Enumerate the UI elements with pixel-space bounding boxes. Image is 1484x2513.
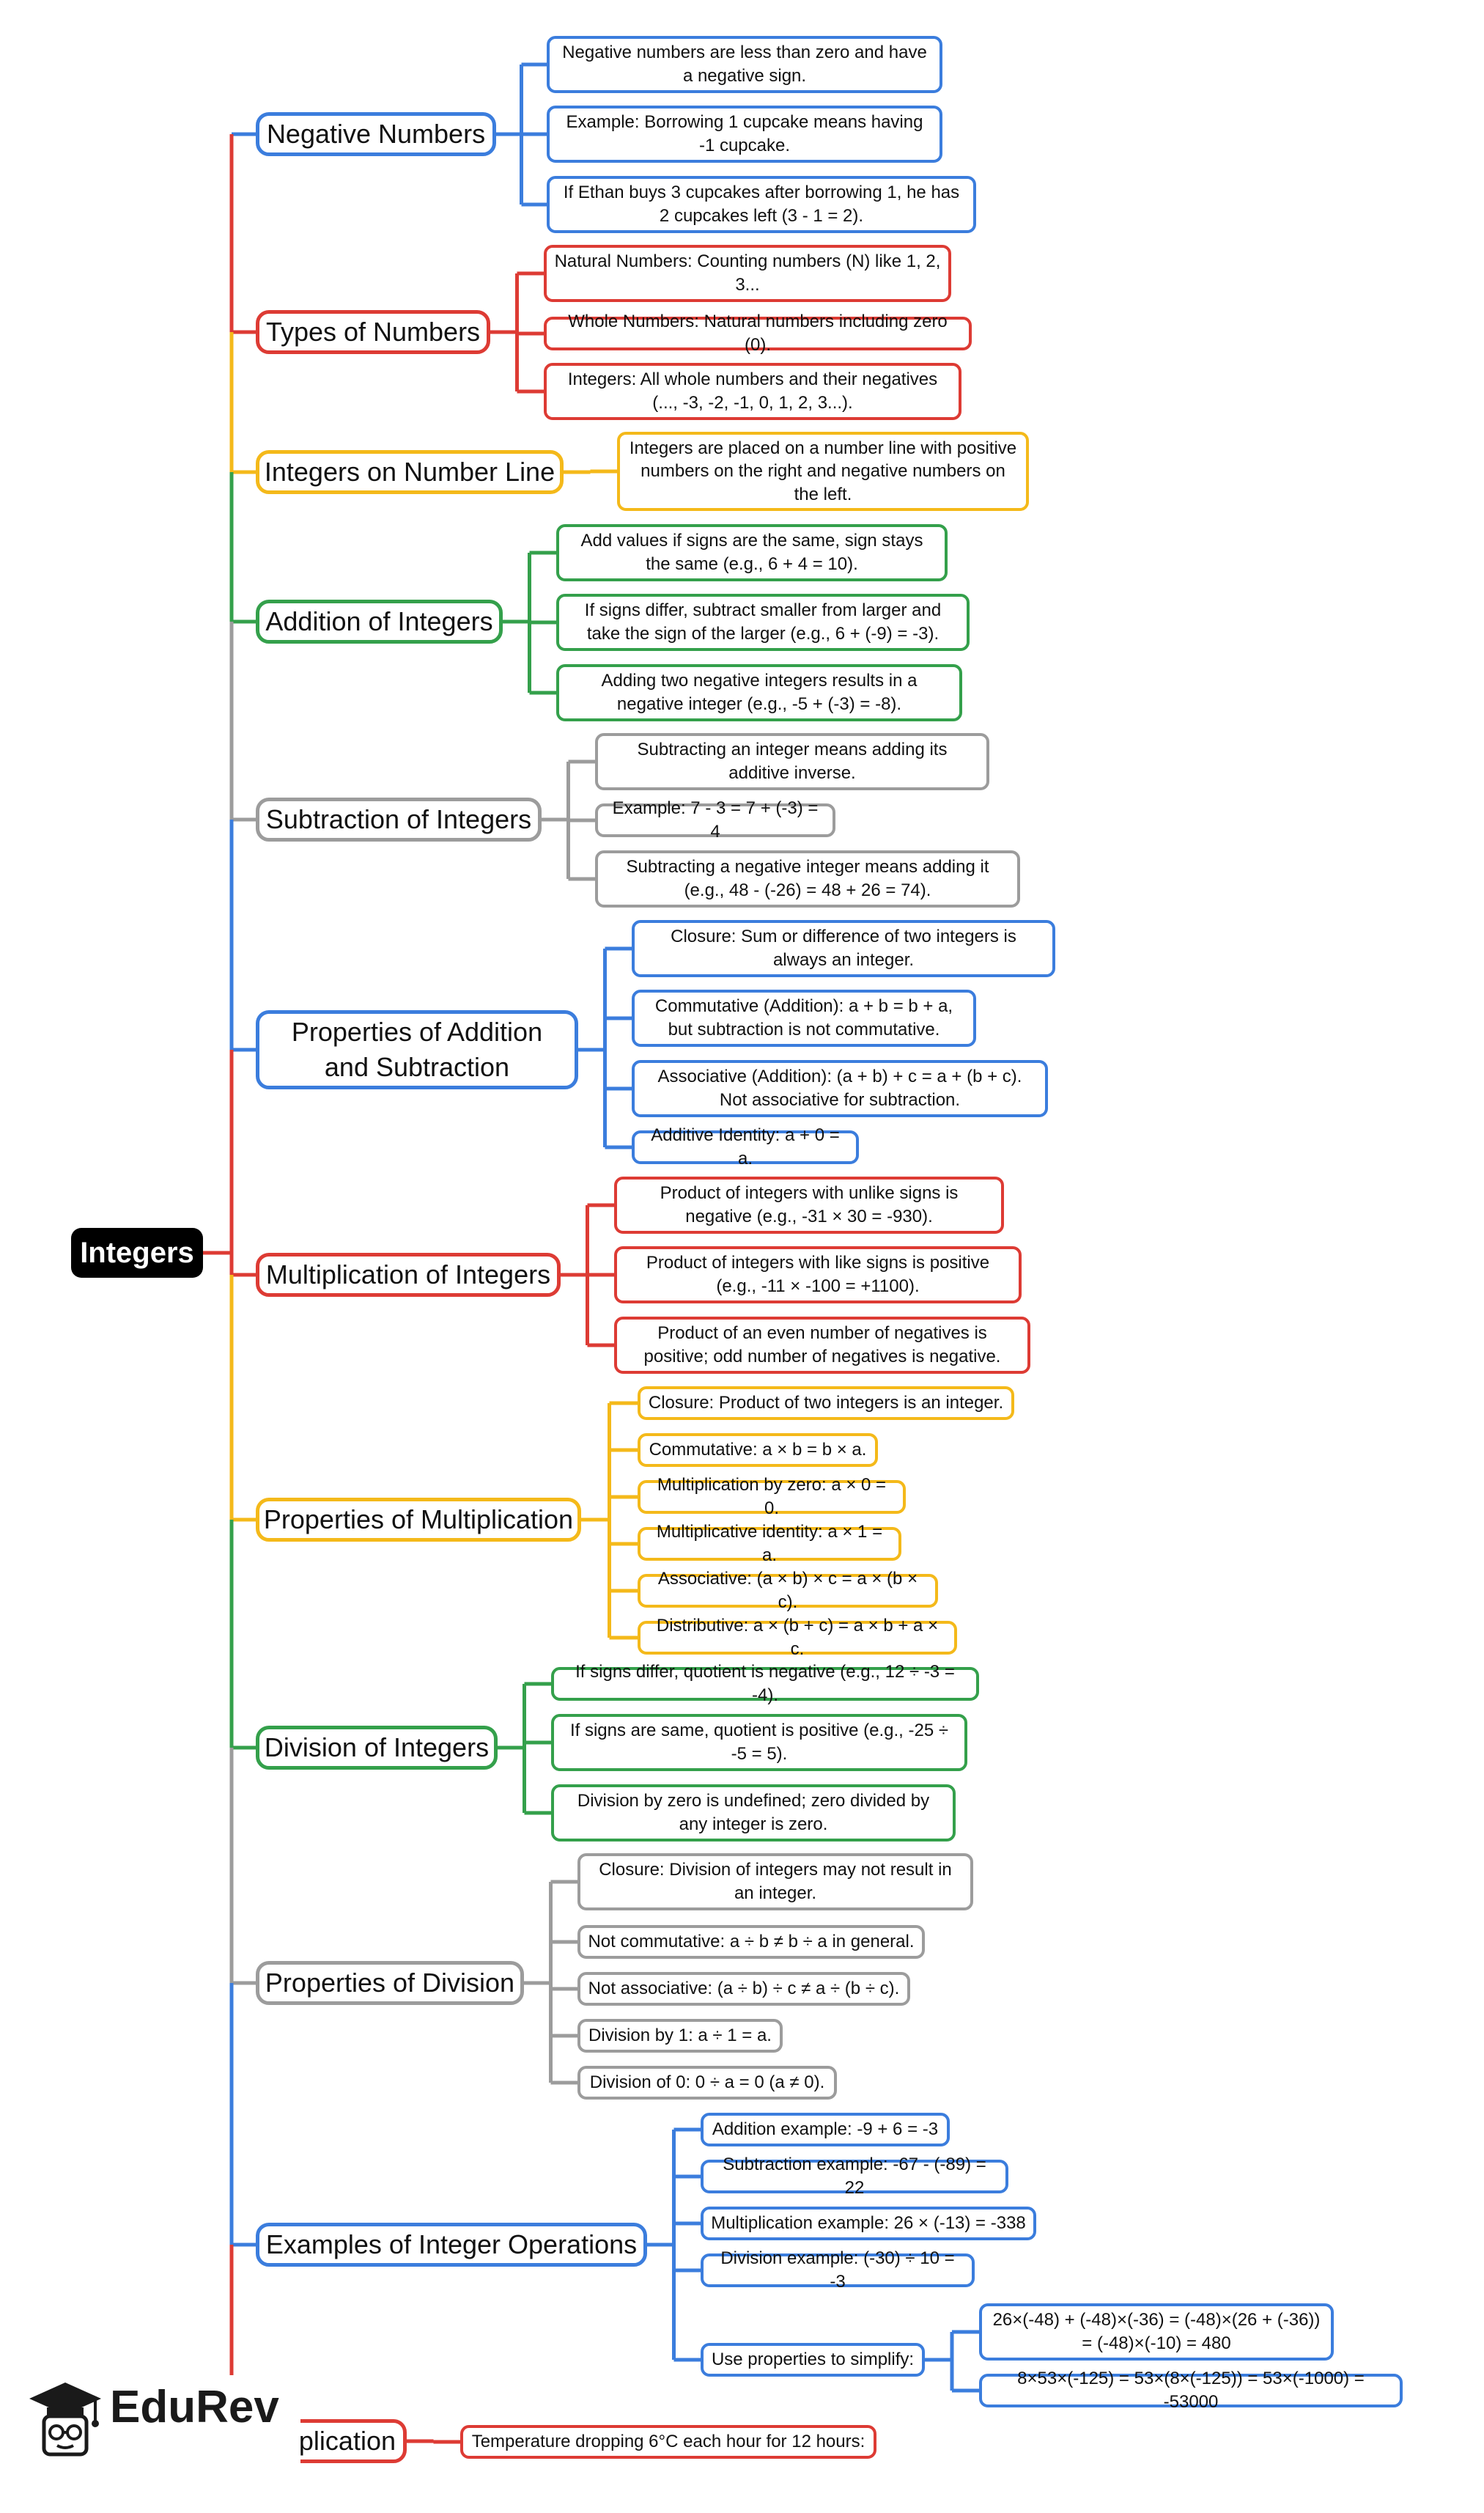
leaf-addition-of-integers-1: Add values if signs are the same, sign s… (556, 524, 948, 581)
leaf-properties-division-1: Closure: Division of integers may not re… (577, 1853, 973, 1910)
leaf-properties-addition-3: Associative (Addition): (a + b) + c = a … (632, 1060, 1048, 1117)
leaf-properties-division-5: Division of 0: 0 ÷ a = 0 (a ≠ 0). (577, 2066, 837, 2100)
leaf-properties-multiplication-5: Associative: (a × b) × c = a × (b × c). (638, 1569, 938, 1612)
leaf-division-3: Division by zero is undefined; zero divi… (551, 1784, 956, 1841)
branch-types-of-numbers: Types of Numbers (256, 310, 490, 354)
leaf-subtraction-of-integers-3: Subtracting a negative integer means add… (595, 850, 1020, 908)
leaf-types-of-numbers-1: Natural Numbers: Counting numbers (N) li… (544, 245, 951, 302)
branch-subtraction-of-integers: Subtraction of Integers (256, 798, 542, 842)
leaf-examples-2: Subtraction example: -67 - (-89) = 22 (701, 2155, 1008, 2198)
leaf-examples-1: Addition example: -9 + 6 = -3 (701, 2113, 950, 2146)
leaf-negative-numbers-2: Example: Borrowing 1 cupcake means havin… (547, 106, 942, 163)
branch-negative-numbers: Negative Numbers (256, 112, 496, 156)
leaf-types-of-numbers-2: Whole Numbers: Natural numbers including… (544, 312, 972, 355)
leaf-multiplication-2: Product of integers with like signs is p… (614, 1246, 1022, 1303)
leaf-examples-3: Multiplication example: 26 × (-13) = -33… (701, 2207, 1036, 2240)
leaf-integers-on-number-line-1: Integers are placed on a number line wit… (617, 432, 1029, 511)
branch-properties-of-division: Properties of Division (256, 1961, 524, 2005)
leaf-addition-of-integers-3: Adding two negative integers results in … (556, 664, 962, 721)
leaf-division-1: If signs differ, quotient is negative (e… (551, 1662, 979, 1705)
subleaf-examples-2: 8×53×(-125) = 53×(8×(-125)) = 53×(-1000)… (979, 2369, 1403, 2412)
leaf-properties-multiplication-6: Distributive: a × (b + c) = a × b + a × … (638, 1616, 957, 1659)
edurev-logo: EduRev (22, 2375, 300, 2463)
leaf-properties-multiplication-4: Multiplicative identity: a × 1 = a. (638, 1522, 901, 1565)
branch-addition-of-integers: Addition of Integers (256, 600, 503, 644)
leaf-negative-numbers-1: Negative numbers are less than zero and … (547, 36, 942, 93)
leaf-properties-addition-2: Commutative (Addition): a + b = b + a, b… (632, 990, 976, 1047)
leaf-properties-division-3: Not associative: (a ÷ b) ÷ c ≠ a ÷ (b ÷ … (577, 1972, 910, 2006)
leaf-multiplication-1: Product of integers with unlike signs is… (614, 1177, 1004, 1234)
leaf-negative-numbers-3: If Ethan buys 3 cupcakes after borrowing… (547, 176, 976, 233)
subleaf-examples-1: 26×(-48) + (-48)×(-36) = (-48)×(26 + (-3… (979, 2303, 1334, 2361)
branch-properties-of-multiplication: Properties of Multiplication (256, 1498, 581, 1542)
leaf-types-of-numbers-3: Integers: All whole numbers and their ne… (544, 363, 961, 420)
branch-integers-on-number-line: Integers on Number Line (256, 450, 564, 494)
leaf-subtraction-of-integers-1: Subtracting an integer means adding its … (595, 733, 989, 790)
leaf-properties-division-4: Division by 1: a ÷ 1 = a. (577, 2019, 783, 2053)
leaf-division-2: If signs are same, quotient is positive … (551, 1714, 967, 1771)
logo-text: EduRev (110, 2382, 279, 2432)
leaf-properties-multiplication-3: Multiplication by zero: a × 0 = 0. (638, 1475, 906, 1518)
root-node: Integers (71, 1228, 203, 1278)
branch-examples-of-integer-operations: Examples of Integer Operations (256, 2223, 647, 2267)
branch-properties-of-addition-and-subtraction: Properties of Addition and Subtraction (256, 1010, 578, 1089)
graduation-cap-icon (29, 2383, 101, 2457)
branch-multiplication-of-integers: Multiplication of Integers (256, 1253, 561, 1297)
leaf-properties-multiplication-1: Closure: Product of two integers is an i… (638, 1386, 1014, 1420)
leaf-examples-5: Use properties to simplify: (701, 2343, 925, 2377)
leaf-properties-division-2: Not commutative: a ÷ b ≠ b ÷ a in genera… (577, 1925, 925, 1959)
leaf-subtraction-of-integers-2: Example: 7 - 3 = 7 + (-3) = 4 (595, 798, 835, 842)
branch-division-of-integers: Division of Integers (256, 1726, 498, 1770)
leaf-properties-addition-4: Additive Identity: a + 0 = a. (632, 1125, 859, 1169)
leaf-properties-multiplication-2: Commutative: a × b = b × a. (638, 1433, 878, 1467)
leaf-properties-addition-1: Closure: Sum or difference of two intege… (632, 920, 1055, 977)
leaf-examples-4: Division example: (-30) ÷ 10 = -3 (701, 2248, 975, 2292)
leaf-addition-of-integers-2: If signs differ, subtract smaller from l… (556, 594, 970, 651)
leaf-multiplication-3: Product of an even number of negatives i… (614, 1317, 1030, 1374)
leaf-real-life-application-1: Temperature dropping 6°C each hour for 1… (460, 2425, 876, 2459)
